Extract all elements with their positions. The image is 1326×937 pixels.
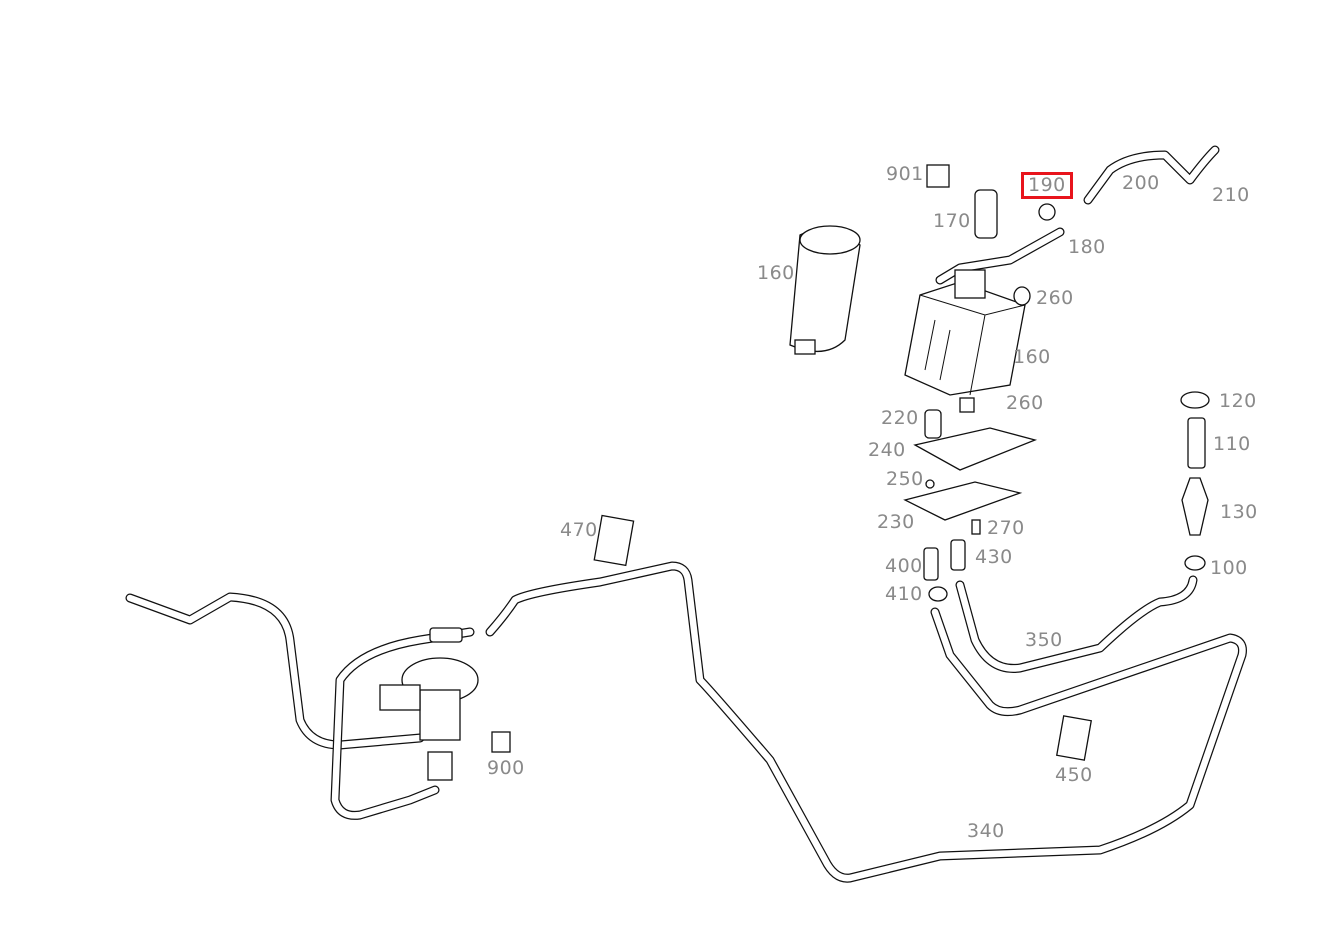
- part-label-450[interactable]: 450: [1055, 764, 1093, 786]
- part-label-430[interactable]: 430: [975, 546, 1013, 568]
- part-label-270[interactable]: 270: [987, 517, 1025, 539]
- part-label-210[interactable]: 210: [1212, 184, 1250, 206]
- fuel-filter-160[interactable]: [789, 225, 861, 355]
- part-label-200[interactable]: 200: [1122, 172, 1160, 194]
- part-label-100[interactable]: 100: [1210, 557, 1248, 579]
- part-label-220[interactable]: 220: [881, 407, 919, 429]
- part-label-901[interactable]: 901: [886, 163, 924, 185]
- part-label-250[interactable]: 250: [886, 468, 924, 490]
- hose-350[interactable]: [955, 575, 1198, 673]
- small-parts: [379, 164, 1210, 781]
- part-label-110[interactable]: 110: [1213, 433, 1251, 455]
- part-label-160-filter[interactable]: 160: [757, 262, 795, 284]
- part-label-230[interactable]: 230: [877, 511, 915, 533]
- part-label-130[interactable]: 130: [1220, 501, 1258, 523]
- part-label-340[interactable]: 340: [967, 820, 1005, 842]
- part-label-190-highlighted[interactable]: 190: [1021, 172, 1073, 199]
- charcoal-canister-160[interactable]: [904, 269, 1026, 396]
- part-label-170[interactable]: 170: [933, 210, 971, 232]
- part-label-240[interactable]: 240: [868, 439, 906, 461]
- part-label-410[interactable]: 410: [885, 583, 923, 605]
- hose-left[interactable]: [125, 592, 475, 820]
- part-label-120[interactable]: 120: [1219, 390, 1257, 412]
- hose-200[interactable]: [935, 145, 1220, 285]
- part-label-260-top[interactable]: 260: [1036, 287, 1074, 309]
- part-label-900[interactable]: 900: [487, 757, 525, 779]
- part-label-160-canister[interactable]: 160: [1013, 346, 1051, 368]
- part-label-180[interactable]: 180: [1068, 236, 1106, 258]
- part-label-400[interactable]: 400: [885, 555, 923, 577]
- part-label-470[interactable]: 470: [560, 519, 598, 541]
- hose-340[interactable]: [485, 561, 1247, 883]
- part-label-260-bottom[interactable]: 260: [1006, 392, 1044, 414]
- part-label-350[interactable]: 350: [1025, 629, 1063, 651]
